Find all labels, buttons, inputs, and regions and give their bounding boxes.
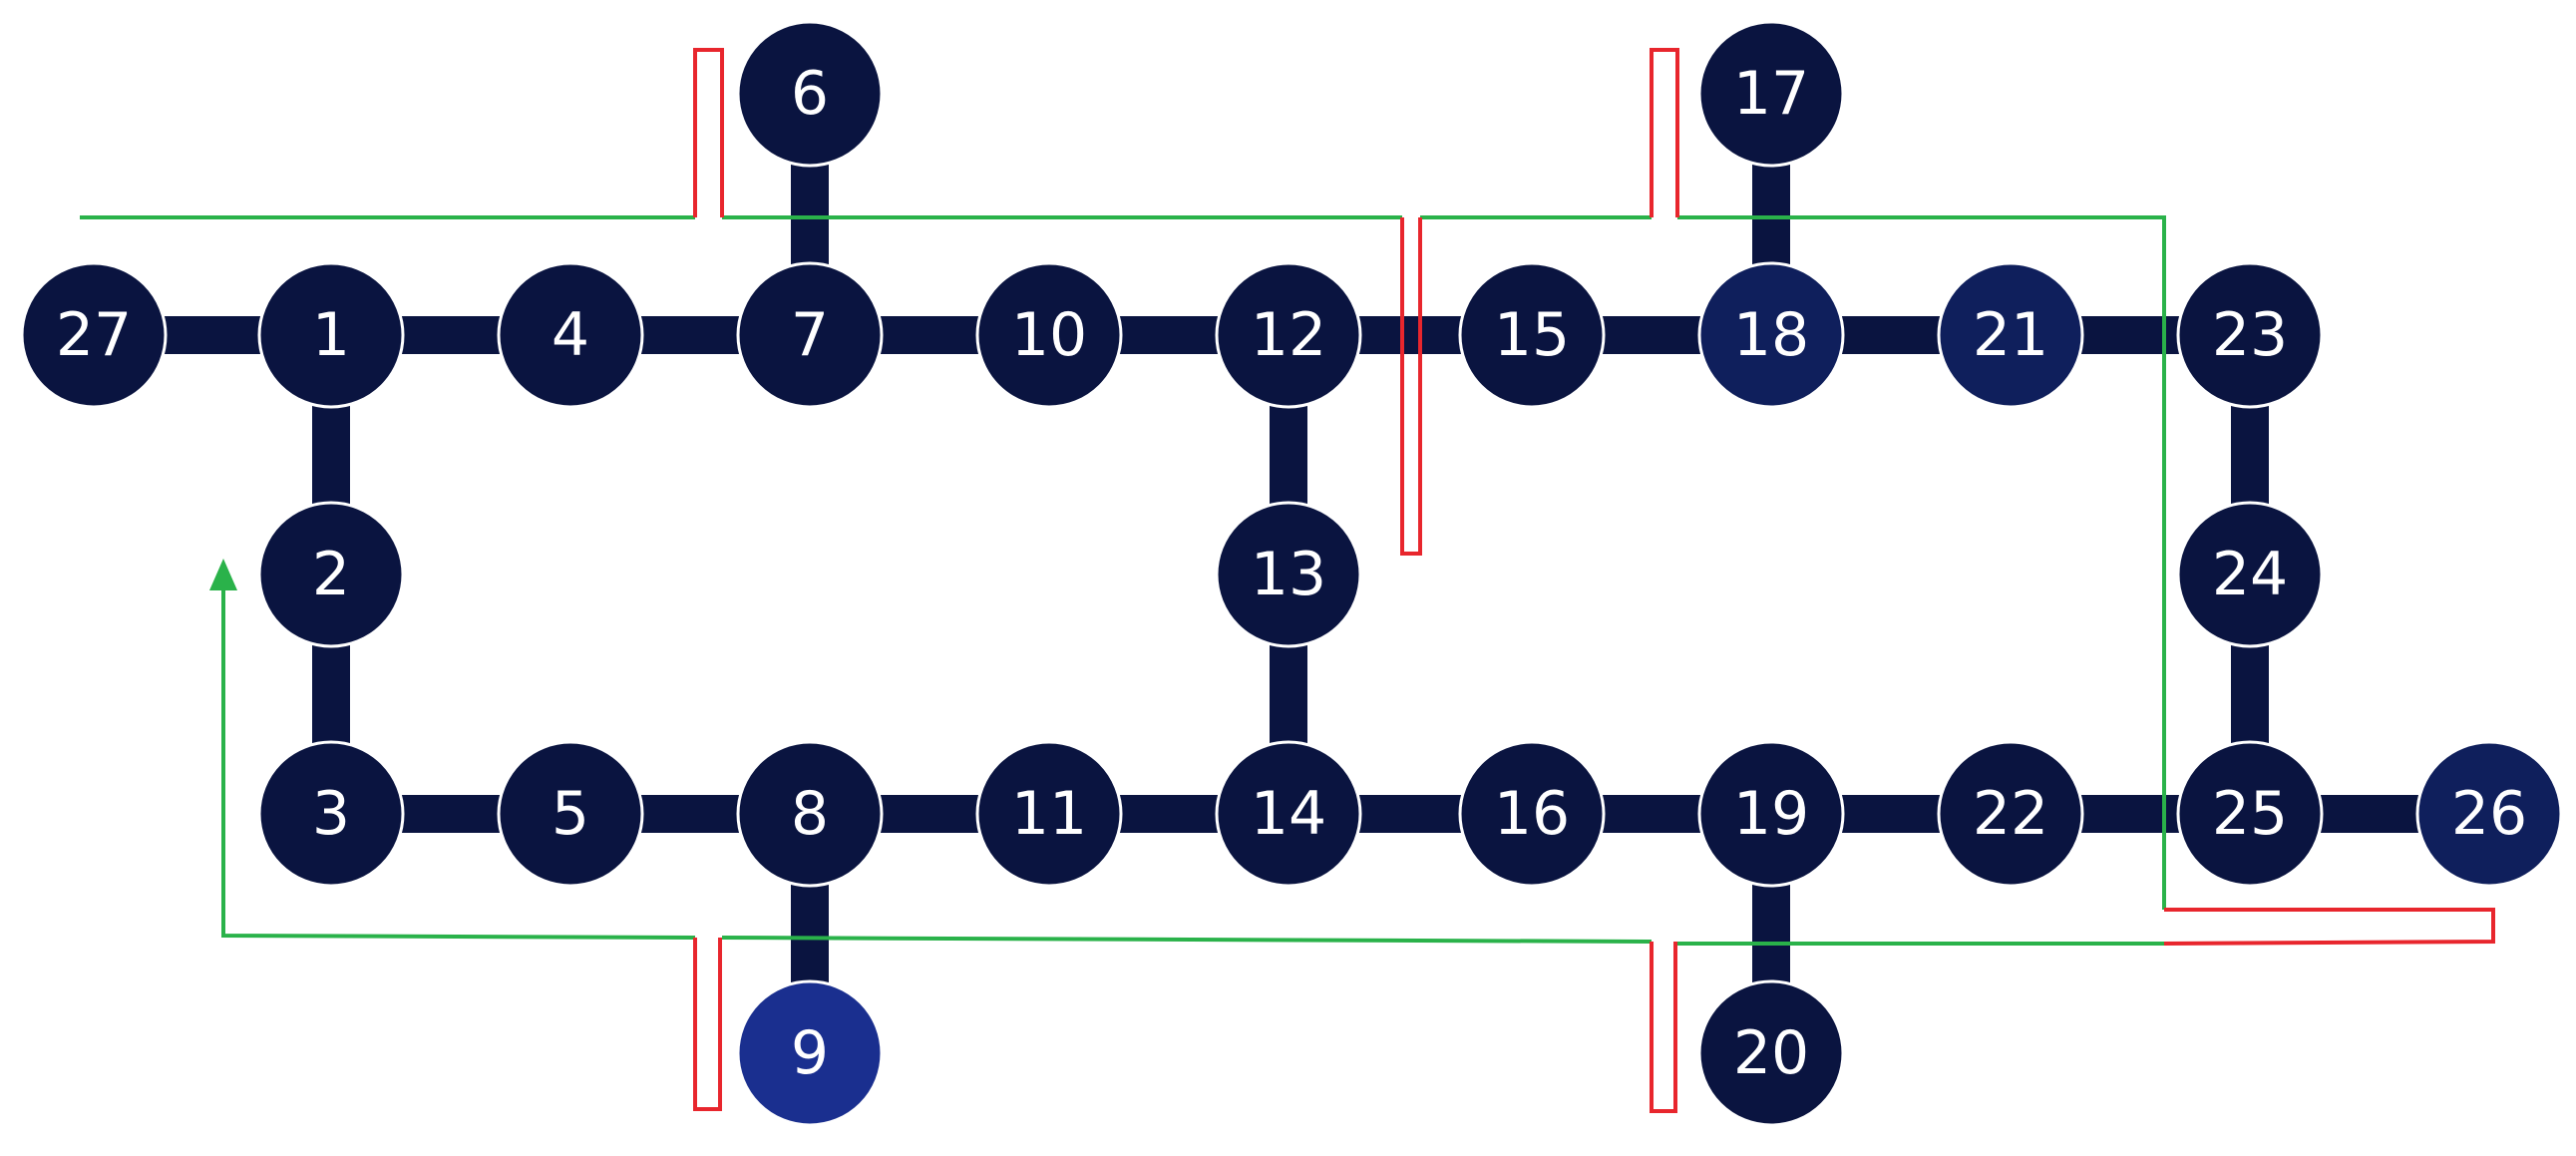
node-circle [257,740,405,888]
node-9: 9 [736,979,884,1127]
node-19: 19 [1697,740,1845,888]
node-label: 11 [1011,779,1087,849]
node-label: 12 [1251,300,1326,370]
node-11: 11 [975,740,1123,888]
node-circle [497,261,644,409]
node-circle [1937,740,2084,888]
node-circle [736,20,884,168]
node-8: 8 [736,740,884,888]
node-label: 21 [1973,300,2048,370]
red-notch-right-bracket [2163,908,2495,946]
red-notch-middle [1400,217,1422,556]
node-22: 22 [1937,740,2084,888]
node-1: 1 [257,261,405,409]
red-notch-top-left [693,48,724,217]
node-circle [2415,740,2563,888]
node-circle [1458,261,1606,409]
node-circle [975,261,1123,409]
green-arrow-icon [209,559,237,590]
node-label: 19 [1733,779,1809,849]
node-4: 4 [497,261,644,409]
node-label: 17 [1733,59,1809,129]
node-label: 6 [791,59,829,129]
red-notch-bottom-right [1650,942,1677,1113]
node-label: 7 [791,300,829,370]
node-circle [257,261,405,409]
node-26: 26 [2415,740,2563,888]
overlay-layer [80,48,2495,1113]
node-label: 26 [2451,779,2527,849]
node-23: 23 [2176,261,2324,409]
node-label: 2 [312,540,350,609]
node-circle [1937,261,2084,409]
node-label: 15 [1494,300,1570,370]
node-circle [2176,261,2324,409]
node-14: 14 [1215,740,1362,888]
node-label: 3 [312,779,350,849]
node-circle [736,261,884,409]
node-circle [1458,740,1606,888]
node-10: 10 [975,261,1123,409]
node-circle [2176,740,2324,888]
red-notch-top-right [1650,48,1679,217]
node-label: 4 [552,300,589,370]
node-label: 25 [2212,779,2288,849]
node-label: 13 [1251,540,1326,609]
node-label: 18 [1733,300,1809,370]
node-20: 20 [1697,979,1845,1127]
node-label: 23 [2212,300,2288,370]
node-circle [1215,501,1362,648]
node-label: 16 [1494,779,1570,849]
node-18: 18 [1697,261,1845,409]
node-25: 25 [2176,740,2324,888]
node-circle [1697,20,1845,168]
node-label: 1 [312,300,350,370]
node-circle [1215,740,1362,888]
node-circle [1697,261,1845,409]
node-label: 20 [1733,1018,1809,1088]
green-path-left-side [221,583,696,940]
node-circle [736,979,884,1127]
node-circle [975,740,1123,888]
node-circle [1215,261,1362,409]
green-path-right-side [1677,215,2166,910]
node-circle [1697,740,1845,888]
node-circle [736,740,884,888]
node-circle [257,501,405,648]
node-circle [497,740,644,888]
node-label: 9 [791,1018,829,1088]
green-path-bottom-segment-2 [721,936,1653,944]
node-16: 16 [1458,740,1606,888]
node-2: 2 [257,501,405,648]
node-12: 12 [1215,261,1362,409]
node-24: 24 [2176,501,2324,648]
node-3: 3 [257,740,405,888]
node-5: 5 [497,740,644,888]
node-15: 15 [1458,261,1606,409]
red-notch-bottom-left [693,938,722,1111]
node-27: 27 [20,261,168,409]
node-label: 22 [1973,779,2048,849]
node-label: 14 [1251,779,1326,849]
node-13: 13 [1215,501,1362,648]
node-label: 24 [2212,540,2288,609]
node-21: 21 [1937,261,2084,409]
node-label: 5 [552,779,589,849]
node-6: 6 [736,20,884,168]
node-label: 10 [1011,300,1087,370]
node-label: 27 [56,300,132,370]
node-circle [2176,501,2324,648]
node-circle [20,261,168,409]
node-circle [1697,979,1845,1127]
node-label: 8 [791,779,829,849]
node-17: 17 [1697,20,1845,168]
node-7: 7 [736,261,884,409]
